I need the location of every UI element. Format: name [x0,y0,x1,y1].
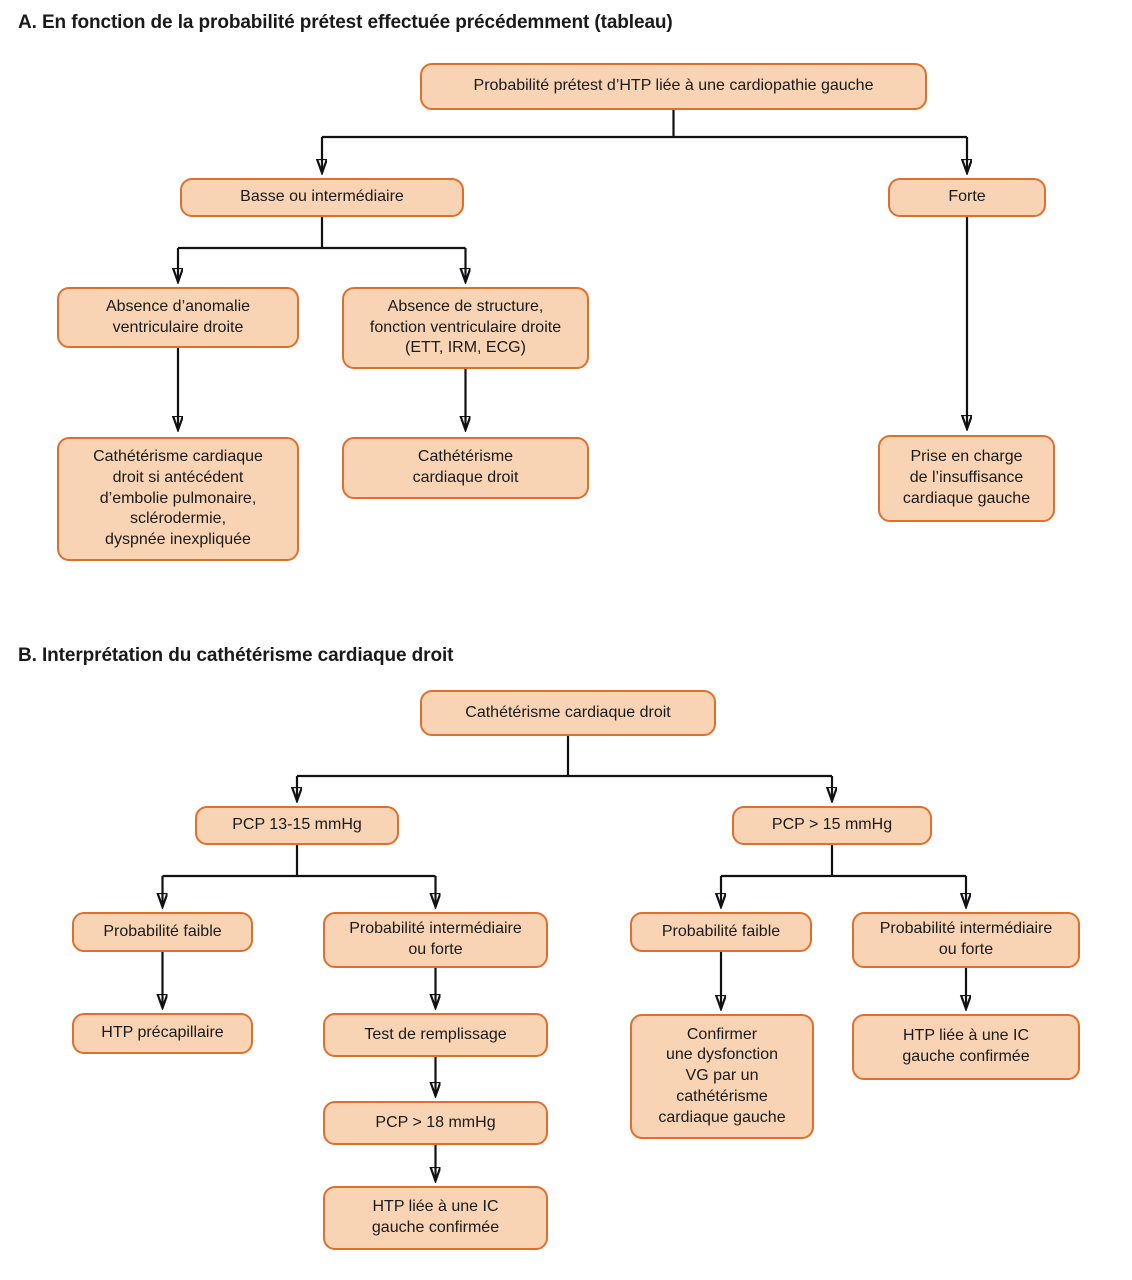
node-htp-precapillaire: HTP précapillaire [72,1013,253,1054]
node-pcp-sup-15: PCP > 15 mmHg [732,806,932,845]
edge-a-basse-split [178,217,466,250]
node-pcp-13-15: PCP 13-15 mmHg [195,806,399,845]
edge-b-root-split [297,736,832,778]
edge-b-pcp1315-split [162,845,436,878]
node-catheterisme-droit-b: Cathétérisme cardiaque droit [420,690,716,736]
section-b-title: B. Interprétation du cathétérisme cardia… [18,645,454,666]
node-prob-faible-droite: Probabilité faible [630,912,812,952]
section-a-title: A. En fonction de la probabilité prétest… [18,12,673,33]
node-forte: Forte [888,178,1046,217]
node-prob-intermediaire-droite: Probabilité intermédiaire ou forte [852,912,1080,968]
node-absence-structure-vd: Absence de structure, fonction ventricul… [342,287,589,369]
node-confirmer-dysfonction-vg: Confirmer une dysfonction VG par un cath… [630,1014,814,1139]
node-catheterisme-droit-a: Cathétérisme cardiaque droit [342,437,589,499]
edge-a-root-split [322,110,967,139]
node-htp-ic-confirmee-gauche: HTP liée à une IC gauche confirmée [323,1186,548,1250]
node-absence-anomalie-vd: Absence d’anomalie ventriculaire droite [57,287,299,348]
node-htp-ic-confirmee-droite: HTP liée à une IC gauche confirmée [852,1014,1080,1080]
node-catheterisme-si-antecedent: Cathétérisme cardiaque droit si antécéde… [57,437,299,561]
edge-b-pcp15-split [721,845,966,878]
node-test-remplissage: Test de remplissage [323,1013,548,1057]
node-prob-faible-gauche: Probabilité faible [72,912,253,952]
node-prise-en-charge-ic: Prise en charge de l’insuffisance cardia… [878,435,1055,522]
node-basse-ou-intermediaire: Basse ou intermédiaire [180,178,464,217]
node-prob-intermediaire-gauche: Probabilité intermédiaire ou forte [323,912,548,968]
node-pretest-probability: Probabilité prétest d’HTP liée à une car… [420,63,927,110]
node-pcp-sup-18: PCP > 18 mmHg [323,1101,548,1145]
